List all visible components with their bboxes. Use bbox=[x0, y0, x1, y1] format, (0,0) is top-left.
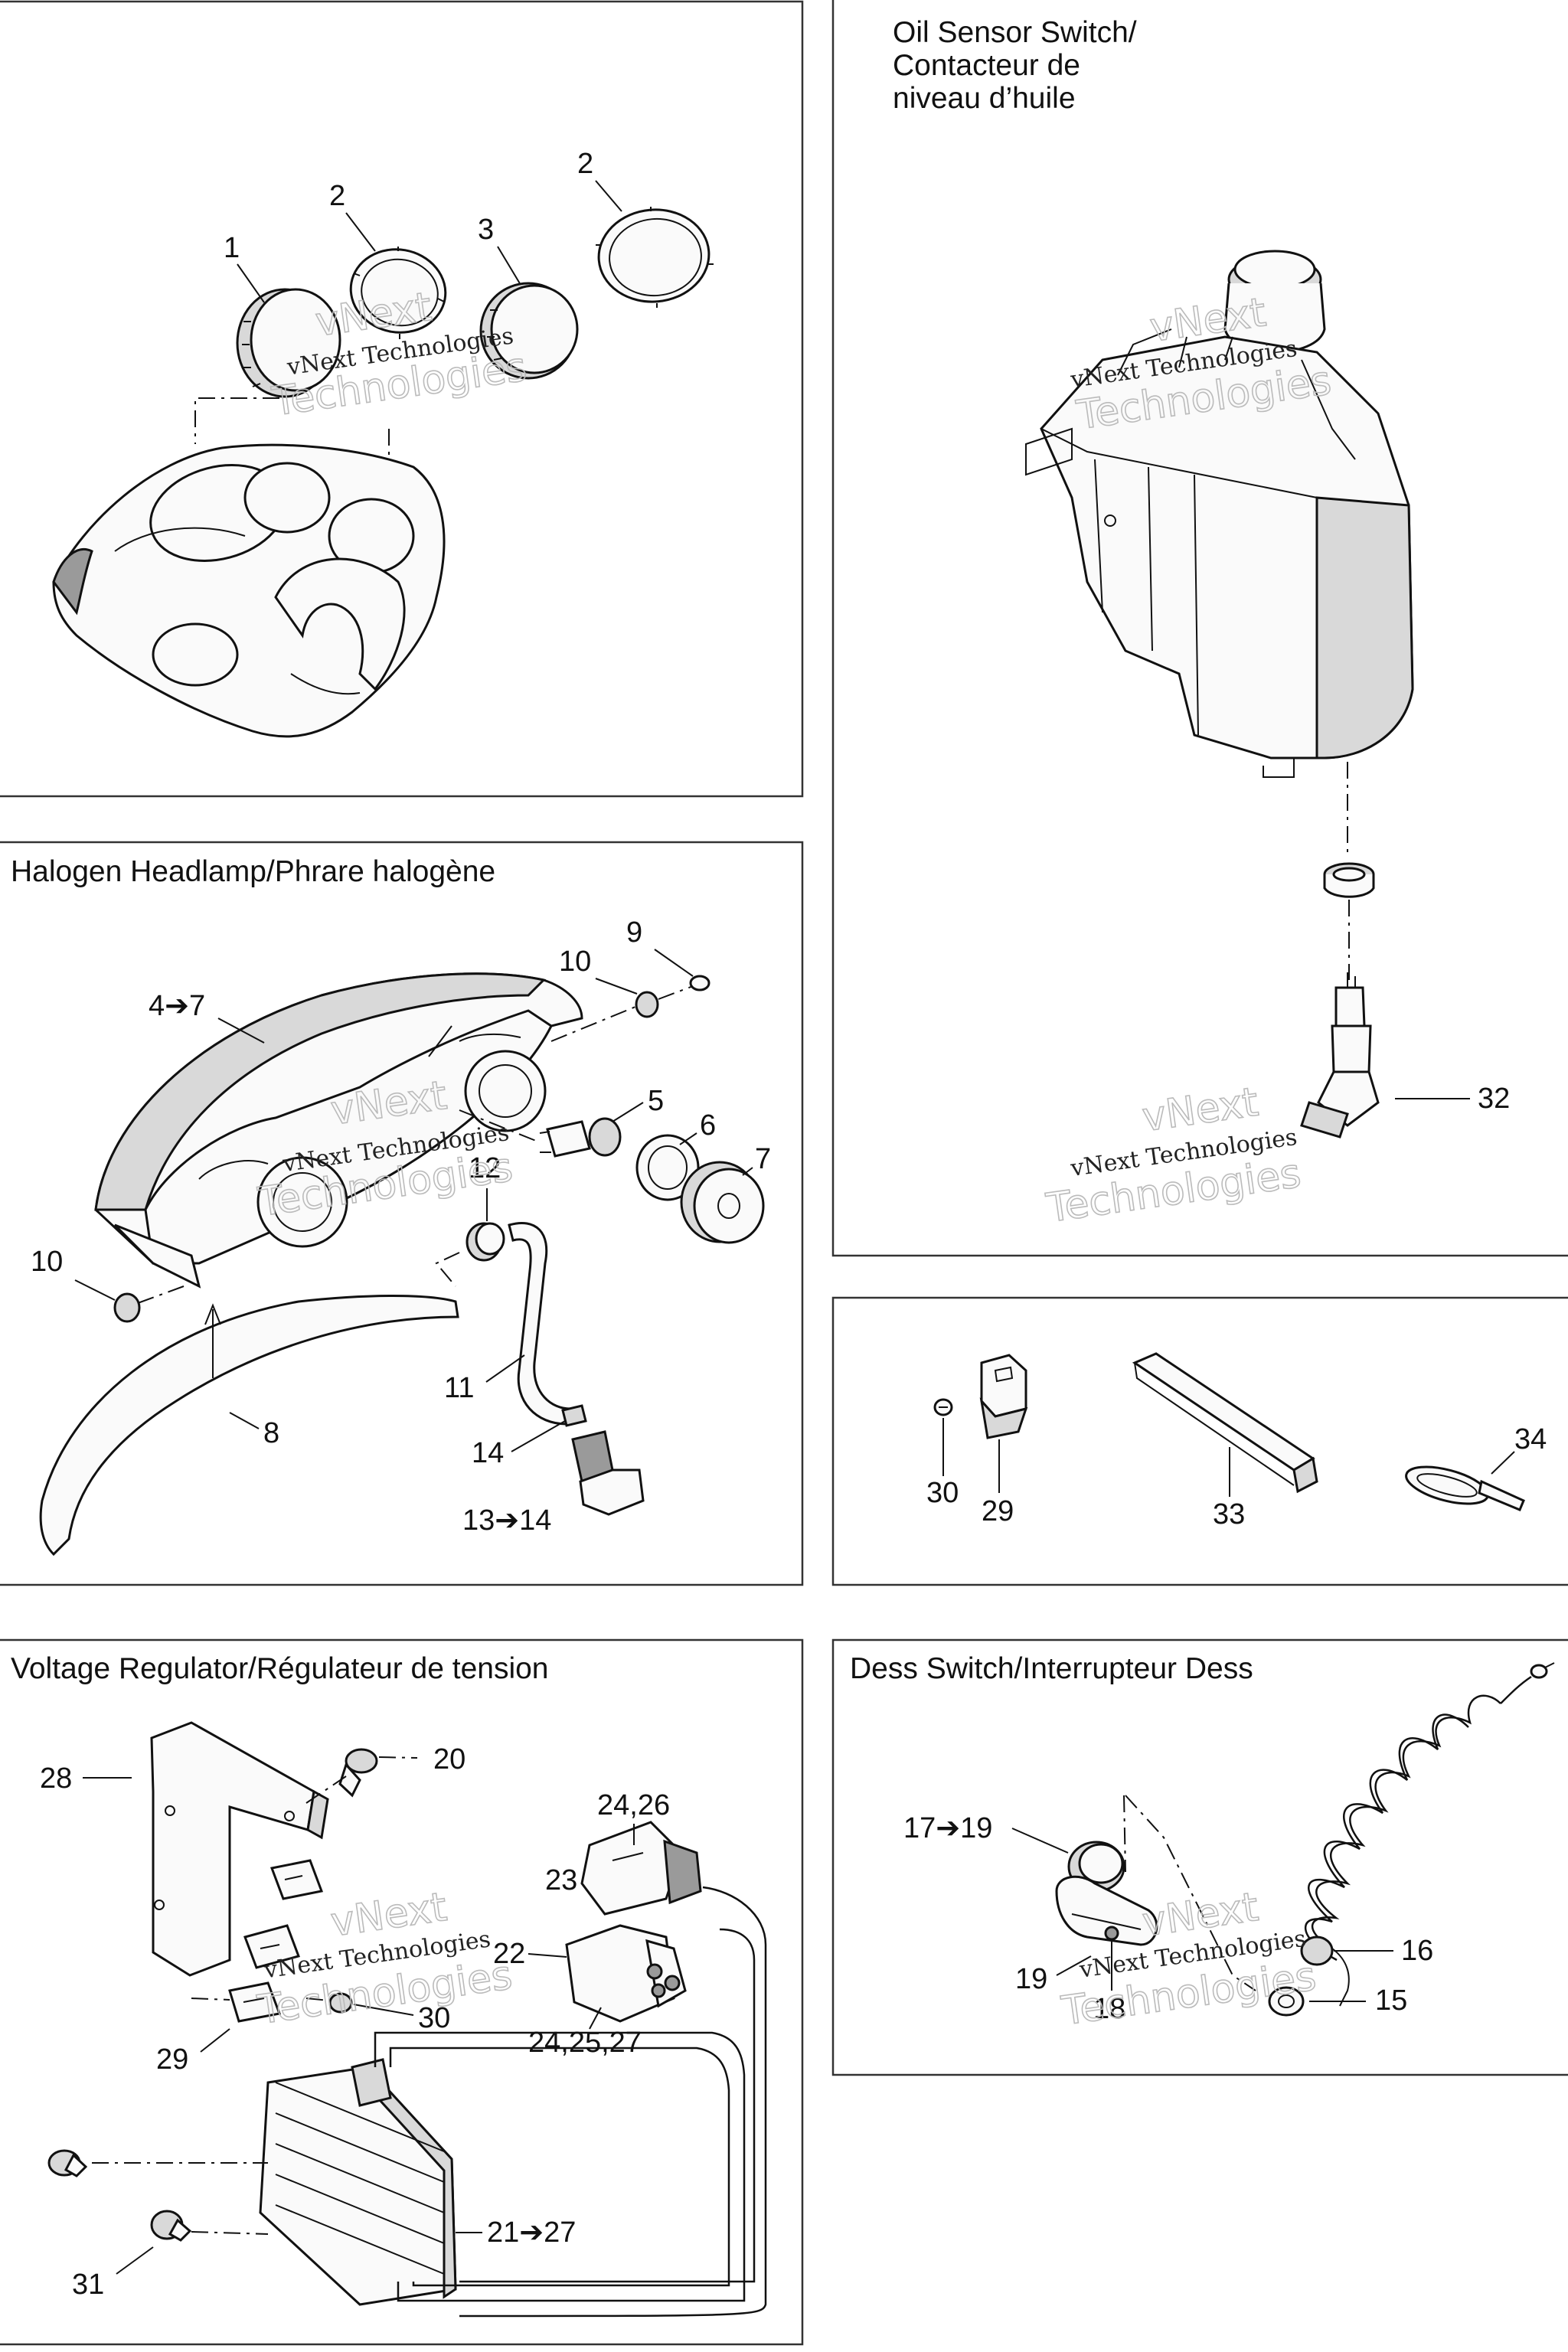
dess-callout-15: 15 bbox=[1375, 1984, 1407, 2017]
oil-sensor-title-line-2: Contacteur de bbox=[893, 49, 1080, 82]
headlamp-callout-5: 5 bbox=[648, 1085, 664, 1117]
headlamp-callout-10-upper: 10 bbox=[559, 946, 591, 978]
voltage-callout-28: 28 bbox=[40, 1762, 72, 1795]
gauge-item-3 bbox=[479, 282, 579, 380]
voltage-callout-29: 29 bbox=[156, 2043, 188, 2076]
watermark-oil-bottom: vNext vNext Technologies Technologies bbox=[1043, 1079, 1305, 1233]
dess-callout-16: 16 bbox=[1401, 1935, 1433, 1967]
headlamp-drawing bbox=[39, 972, 765, 1557]
misc-callout-34: 34 bbox=[1514, 1423, 1547, 1455]
gauge-callout-1: 1 bbox=[224, 232, 240, 264]
voltage-callout-21-27: 21➔27 bbox=[487, 2216, 576, 2249]
misc-callout-33: 33 bbox=[1213, 1498, 1245, 1530]
voltage-callout-31: 31 bbox=[72, 2269, 104, 2301]
dess-switch-title: Dess Switch/Interrupteur Dess bbox=[850, 1652, 1253, 1685]
headlamp-callout-14: 14 bbox=[472, 1437, 504, 1469]
dess-callout-18: 18 bbox=[1093, 1993, 1125, 2025]
oil-sensor-title-line-3: niveau d’huile bbox=[893, 82, 1076, 115]
headlamp-callout-7: 7 bbox=[755, 1143, 771, 1175]
headlamp-callout-6: 6 bbox=[700, 1109, 716, 1142]
headlamp-callout-12: 12 bbox=[469, 1152, 501, 1184]
headlamp-callout-10-lower: 10 bbox=[31, 1246, 63, 1278]
watermark-oil-top: vNext vNext Technologies Technologies bbox=[1068, 289, 1334, 439]
headlamp-title: Halogen Headlamp/Phrare halogène bbox=[11, 855, 495, 888]
gauge-cluster-drawing bbox=[52, 207, 714, 738]
voltage-callout-30: 30 bbox=[418, 2002, 450, 2034]
headlamp-callout-13-14: 13➔14 bbox=[462, 1504, 551, 1537]
misc-callout-30: 30 bbox=[926, 1477, 959, 1509]
headlamp-callout-9: 9 bbox=[626, 916, 642, 949]
bezel-item-2b bbox=[596, 207, 714, 308]
dess-callout-19: 19 bbox=[1015, 1963, 1047, 1995]
oil-callout-32: 32 bbox=[1478, 1083, 1510, 1115]
voltage-regulator-drawing bbox=[47, 1721, 767, 2318]
voltage-callout-24-25-27: 24,25,27 bbox=[528, 2027, 642, 2059]
oil-tank-drawing bbox=[1025, 250, 1414, 1138]
gauge-callout-2a: 2 bbox=[329, 180, 345, 212]
dess-callout-17-19: 17➔19 bbox=[903, 1812, 992, 1844]
dess-switch-drawing bbox=[1055, 1662, 1555, 2017]
voltage-callout-22: 22 bbox=[493, 1938, 525, 1970]
headlamp-callout-4-7: 4➔7 bbox=[149, 990, 205, 1022]
voltage-regulator-title: Voltage Regulator/Régulateur de tension bbox=[11, 1652, 549, 1685]
voltage-callout-20: 20 bbox=[433, 1743, 466, 1775]
headlamp-callout-11: 11 bbox=[444, 1372, 474, 1404]
headlamp-callout-8: 8 bbox=[263, 1417, 279, 1449]
gauge-callout-2b: 2 bbox=[577, 148, 593, 180]
misc-callout-29: 29 bbox=[982, 1495, 1014, 1527]
voltage-callout-23: 23 bbox=[545, 1864, 577, 1896]
bezel-item-2a bbox=[349, 247, 447, 339]
misc-parts-drawing bbox=[933, 1352, 1525, 1511]
gauge-item-1 bbox=[236, 288, 341, 398]
oil-sensor-title-line-1: Oil Sensor Switch/ bbox=[893, 16, 1137, 49]
gauge-callout-3: 3 bbox=[478, 214, 494, 246]
voltage-callout-24-26: 24,26 bbox=[597, 1789, 670, 1821]
